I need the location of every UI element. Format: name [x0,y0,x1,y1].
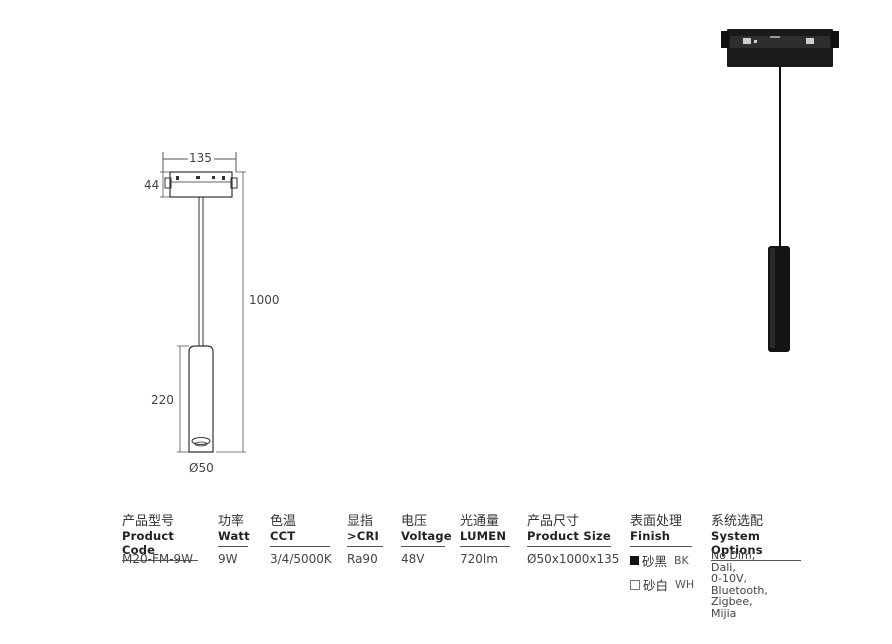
value-cri: Ra90 [347,552,378,566]
cylinder-render-highlight [770,248,775,348]
header-cn: 产品型号 [122,514,175,529]
lens-inner [194,441,208,447]
header-underline [218,546,248,547]
header-lumen: 光通量 LUMEN [460,510,510,547]
finish-label: 砂黑 [642,554,668,569]
product-render [721,29,839,352]
system-option: 0-10V, [711,572,747,585]
adapter-render-contact-1 [743,38,751,44]
finish-code: WH [675,578,695,591]
system-option: Bluetooth, [711,583,768,597]
height-label: 44 [144,178,160,192]
header-voltage: 电压 Voltage [401,510,452,547]
system-option: Dali, [711,560,736,574]
adapter-render-contact-4 [770,36,780,38]
total-height-label: 1000 [249,293,280,307]
header-cn: 电压 [401,514,428,529]
adapter-render-contact-3 [806,38,814,44]
adapter-tab-right [230,177,238,189]
header-cct: 色温 CCT [270,510,330,547]
lens-ring [191,437,211,445]
header-cn: 色温 [270,514,297,529]
header-cn: 光通量 [460,514,500,529]
finish-code: BK [674,554,689,567]
header-en: >CRI [347,529,380,543]
system-option: No Dim, [711,549,756,562]
system-options-list: No Dim, Dali, 0-10V, Bluetooth, Zigbee, … [711,550,768,619]
header-underline [711,560,801,561]
header-en: CCT [270,529,296,543]
value-product-size: Ø50x1000x135 [527,552,620,566]
header-en: Finish [630,529,671,543]
header-cri: 显指 >CRI [347,510,383,547]
finish-option-black: 砂黑 BK [630,551,689,570]
adapter-contact-3 [212,176,215,179]
header-en: Product Code [122,529,175,557]
header-en: Voltage [401,529,452,543]
header-cn: 系统选配 [711,514,764,529]
header-underline [460,546,510,547]
header-cn: 产品尺寸 [527,514,580,529]
header-en: Watt [218,529,250,543]
header-underline [270,546,330,547]
diameter-label: Ø50 [189,461,214,475]
header-underline [527,546,611,547]
cylinder-body-outline [188,345,214,453]
body-height-label: 220 [151,393,174,407]
adapter-render-tab-right [831,31,839,48]
value-cct: 3/4/5000K [270,552,332,566]
header-underline [630,546,692,547]
header-underline [401,546,445,547]
finish-label: 砂白 [643,578,669,593]
header-product-size: 产品尺寸 Product Size [527,510,611,547]
adapter-tab-left [164,177,172,189]
width-label: 135 [189,151,212,165]
adapter-render-tab-left [721,31,729,48]
header-underline [347,546,383,547]
black-swatch [630,556,639,565]
value-product-code: M20-FM-9W [122,552,194,566]
header-en: LUMEN [460,529,507,543]
system-option: Mijia [711,606,737,620]
header-en: System Options [711,529,763,557]
header-finish: 表面处理 Finish [630,510,692,547]
white-swatch [630,579,640,590]
header-watt: 功率 Watt [218,510,250,547]
header-cn: 显指 [347,514,374,529]
system-option: Zigbee, [711,595,753,608]
value-lumen: 720lm [460,552,498,566]
adapter-render-contact-2 [754,40,757,43]
value-watt: 9W [218,552,238,566]
adapter-contact-4 [222,176,225,180]
header-product-code: 产品型号 Product Code [122,510,198,561]
header-en: Product Size [527,529,611,543]
value-voltage: 48V [401,552,425,566]
adapter-outline [169,171,233,198]
header-underline [122,560,198,561]
header-system-options: 系统选配 System Options [711,510,801,561]
header-cn: 功率 [218,514,245,529]
adapter-contact-2 [196,176,200,179]
finish-option-white: 砂白 WH [630,575,694,594]
adapter-contact-1 [176,176,179,180]
adapter-render-top-face [730,36,830,48]
header-cn: 表面处理 [630,514,683,529]
